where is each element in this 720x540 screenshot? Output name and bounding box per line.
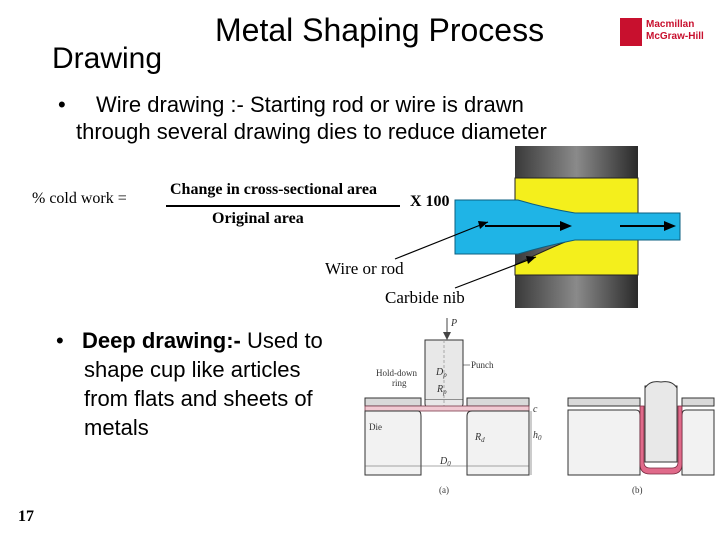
formula-numerator: Change in cross-sectional area: [170, 181, 377, 198]
punch-radius-label: Rp: [436, 384, 447, 396]
punch-body: [424, 339, 464, 401]
die-radius-label: Rd: [474, 432, 485, 444]
die-lower-body: [515, 232, 638, 308]
die-b-right: [681, 409, 715, 476]
clearance-label: c: [533, 404, 538, 415]
deep-drawing-line-2: shape cup like articles: [84, 357, 301, 382]
panel-a-label: (a): [439, 485, 449, 495]
logo-mark-icon: [620, 18, 642, 46]
force-label: P: [450, 318, 457, 329]
hold-down-ring-left: [364, 397, 422, 407]
wire-rod-label: Wire or rod: [325, 259, 404, 278]
punch-label: Punch: [471, 360, 494, 370]
die-upper-body: [515, 146, 638, 213]
hold-down-b-right: [681, 397, 715, 407]
die-label: Die: [369, 422, 382, 432]
slide-title: Metal Shaping Process: [215, 12, 545, 48]
wire-drawing-text-1: Starting rod or wire is drawn: [243, 92, 524, 117]
blank-diameter-label: D0: [439, 456, 451, 468]
deep-drawing-term: Deep drawing:-: [81, 328, 241, 353]
bullet-icon: •: [56, 328, 64, 353]
page-number: 17: [18, 508, 34, 525]
deep-drawing-text-1: Used to: [240, 328, 323, 353]
carbide-nib-upper: [514, 177, 639, 214]
die-b-left: [567, 409, 641, 476]
height-label: h0: [533, 430, 542, 442]
logo-line-2: McGraw-Hill: [646, 31, 704, 42]
hold-down-b-left: [567, 397, 641, 407]
formula-multiplier: X 100: [410, 193, 450, 210]
section-heading: Drawing: [52, 42, 163, 75]
hold-down-ring-right: [466, 397, 530, 407]
ring-label: ring: [392, 378, 407, 388]
logo-line-1: Macmillan: [646, 19, 695, 30]
bullet-icon: •: [58, 92, 66, 117]
wire-rod: [454, 199, 681, 255]
carbide-nib-label: Carbide nib: [385, 288, 465, 307]
deep-drawing-block: • Deep drawing:- Used to shape cup like …: [56, 326, 356, 442]
wire-drawing-line-2: through several drawing dies to reduce d…: [76, 119, 547, 144]
formula-lhs: % cold work =: [32, 190, 127, 207]
panel-b-label: (b): [632, 485, 643, 495]
blank-sheet: [364, 405, 530, 412]
publisher-logo: Macmillan McGraw-Hill: [620, 18, 710, 46]
formula-denominator: Original area: [212, 210, 304, 227]
logo-text: Macmillan McGraw-Hill: [646, 19, 704, 43]
die-left: [364, 410, 422, 476]
punch-diameter-label: Dp: [435, 367, 447, 379]
wire-label-leader: [394, 221, 489, 260]
punch-b-body: [644, 385, 678, 463]
deep-drawing-line-1: • Deep drawing:- Used to: [56, 326, 356, 355]
carbide-nib-lower: [514, 239, 639, 276]
wire-drawing-line-1: • Wire drawing :- Starting rod or wire i…: [58, 92, 524, 118]
hold-down-label: Hold-down: [376, 368, 417, 378]
fraction-bar: [166, 205, 400, 207]
deep-drawing-line-3: from flats and sheets of: [84, 386, 313, 411]
wire-drawing-term: Wire drawing :-: [95, 92, 244, 117]
deep-drawing-line-4: metals: [84, 415, 149, 440]
drawn-cup: [639, 405, 683, 475]
nib-label-leader: [454, 256, 537, 289]
die-right: [466, 410, 530, 476]
